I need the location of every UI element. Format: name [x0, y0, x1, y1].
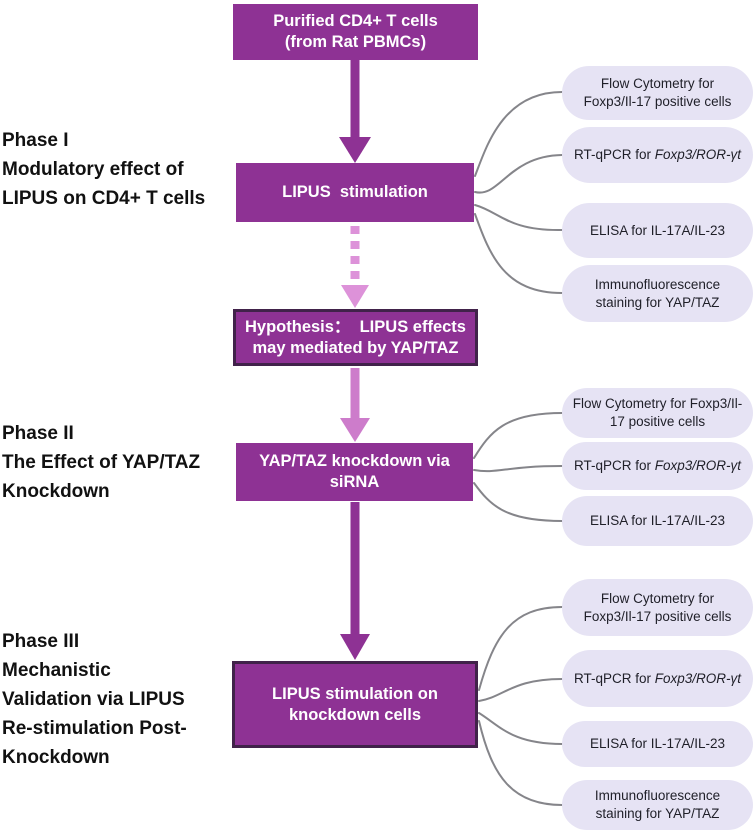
bubble-text-line1: Flow Cytometry for — [600, 76, 715, 91]
phase3-label-line4: Re-stimulation Post- — [2, 718, 187, 739]
phase2-label-line3: Knockdown — [2, 481, 110, 502]
phase1-label-line3: LIPUS on CD4+ T cells — [2, 188, 206, 209]
connector-p3-immunofluorescence — [478, 720, 563, 806]
box-hypothesis-line2: may mediated by YAP/TAZ — [252, 338, 459, 357]
connector-p1-rtqpcr — [474, 154, 563, 194]
phase2-label-line1: Phase II — [2, 423, 74, 444]
connector-p2-rtqpcr — [473, 465, 563, 473]
bubble-text-gene-italic: Foxp3/ROR-γt — [654, 458, 742, 473]
bubble-text-prefix: RT-qPCR for — [573, 147, 655, 162]
phase1-label-line2: Modulatory effect of — [2, 159, 184, 180]
bubble-text-gene-italic: Foxp3/ROR-γt — [654, 147, 742, 162]
box-hypothesis: Hypothesis： LIPUS effects may mediated b… — [233, 309, 478, 366]
phase3-label-line2: Mechanistic — [2, 660, 111, 681]
connector-p3-flow-cytometry — [478, 606, 563, 691]
phase3-label-line5: Knockdown — [2, 747, 110, 768]
bubble-text-line2: Foxp3/Il-17 positive cells — [583, 94, 732, 109]
bubble-p3-rtqpcr: RT-qPCR for Foxp3/ROR-γt — [562, 650, 753, 707]
bubble-text-prefix: RT-qPCR for — [573, 458, 655, 473]
bubble-text: RT-qPCR for Foxp3/ROR-γt — [574, 670, 741, 688]
phase3-label-line3: Validation via LIPUS — [2, 689, 185, 710]
bubble-text-gene-italic: Foxp3/ROR-γt — [654, 670, 742, 686]
bubble-p1-rtqpcr: RT-qPCR for Foxp3/ROR-γt — [562, 127, 753, 183]
bubble-text: RT-qPCR for Foxp3/ROR-γt — [574, 146, 741, 164]
connector-p1-elisa — [474, 204, 563, 232]
box-knockdown-line2: siRNA — [329, 473, 380, 491]
bubble-text-line1: Immunofluorescence — [594, 788, 721, 803]
box-purified-line2: (from Rat PBMCs) — [284, 33, 427, 51]
phase2-label-line2: The Effect of YAP/TAZ — [2, 452, 201, 473]
bubble-p1-elisa: ELISA for IL-17A/IL-23 — [562, 203, 753, 258]
arrow-hypothesis-to-knockdown — [340, 368, 370, 442]
bubble-p3-flow-cytometry: Flow Cytometry for Foxp3/Il-17 positive … — [562, 579, 753, 636]
box-lipus-stimulation: LIPUS stimulation — [236, 163, 474, 222]
bubble-p2-flow-cytometry: Flow Cytometry for Foxp3/Il- 17 positive… — [562, 388, 753, 438]
box-lipus2-line2: knockdown cells — [288, 705, 422, 724]
phase3-label: Phase III Mechanistic Validation via LIP… — [2, 627, 242, 772]
bubble-text-line2: 17 positive cells — [609, 414, 706, 429]
bubble-text-line1: Flow Cytometry for — [600, 590, 715, 606]
box-yaptaz-knockdown: YAP/TAZ knockdown via siRNA — [236, 443, 473, 501]
box-knockdown-line1: YAP/TAZ knockdown via — [259, 452, 450, 470]
bubble-text-prefix: RT-qPCR for — [573, 670, 655, 686]
phase2-label: Phase II The Effect of YAP/TAZ Knockdown — [2, 419, 242, 506]
box-hypothesis-line1: Hypothesis： LIPUS effects — [245, 317, 466, 336]
connector-p2-elisa — [473, 482, 563, 522]
bubble-text-line2: staining for YAP/TAZ — [595, 806, 720, 821]
bubble-text-line2: Foxp3/Il-17 positive cells — [583, 608, 732, 624]
bubble-text: ELISA for IL-17A/IL-23 — [589, 513, 726, 528]
connector-p3-rtqpcr — [478, 678, 563, 702]
box-lipus-on-knockdown-cells: LIPUS stimulation on knockdown cells — [232, 661, 478, 748]
bubble-p2-rtqpcr: RT-qPCR for Foxp3/ROR-γt — [562, 442, 753, 490]
box-lipus2-line1: LIPUS stimulation on — [272, 684, 438, 703]
connector-p1-flow-cytometry — [474, 91, 563, 177]
bubble-text: RT-qPCR for Foxp3/ROR-γt — [574, 457, 741, 475]
bubble-p3-elisa: ELISA for IL-17A/IL-23 — [562, 721, 753, 767]
bubble-text-line1: Immunofluorescence — [594, 276, 721, 292]
phase1-label: Phase I Modulatory effect of LIPUS on CD… — [2, 126, 242, 213]
box-purified-cd4-cells: Purified CD4+ T cells (from Rat PBMCs) — [233, 4, 478, 60]
connector-p3-elisa — [478, 712, 563, 745]
bubble-text-line2: staining for YAP/TAZ — [595, 294, 720, 310]
bubble-text: ELISA for IL-17A/IL-23 — [589, 222, 726, 238]
connector-p2-flow-cytometry — [473, 412, 563, 459]
arrow-dashed-lipus-to-hypothesis — [341, 226, 369, 308]
box-lipus-line1: LIPUS stimulation — [282, 183, 428, 201]
bubble-p2-elisa: ELISA for IL-17A/IL-23 — [562, 496, 753, 546]
arrow-knockdown-to-lipus2 — [340, 502, 370, 660]
phase1-label-line1: Phase I — [2, 130, 69, 151]
phase3-label-line1: Phase III — [2, 631, 80, 652]
arrow-purified-to-lipus — [339, 58, 371, 163]
bubble-p1-flow-cytometry: Flow Cytometry for Foxp3/Il-17 positive … — [562, 66, 753, 120]
bubble-text-line1: Flow Cytometry for Foxp3/Il- — [572, 396, 743, 411]
box-purified-line1: Purified CD4+ T cells — [273, 12, 438, 30]
bubble-text: ELISA for IL-17A/IL-23 — [589, 736, 726, 751]
bubble-p1-immunofluorescence: Immunofluorescence staining for YAP/TAZ — [562, 265, 753, 322]
bubble-p3-immunofluorescence: Immunofluorescence staining for YAP/TAZ — [562, 780, 753, 830]
connector-p1-immunofluorescence — [474, 213, 563, 294]
